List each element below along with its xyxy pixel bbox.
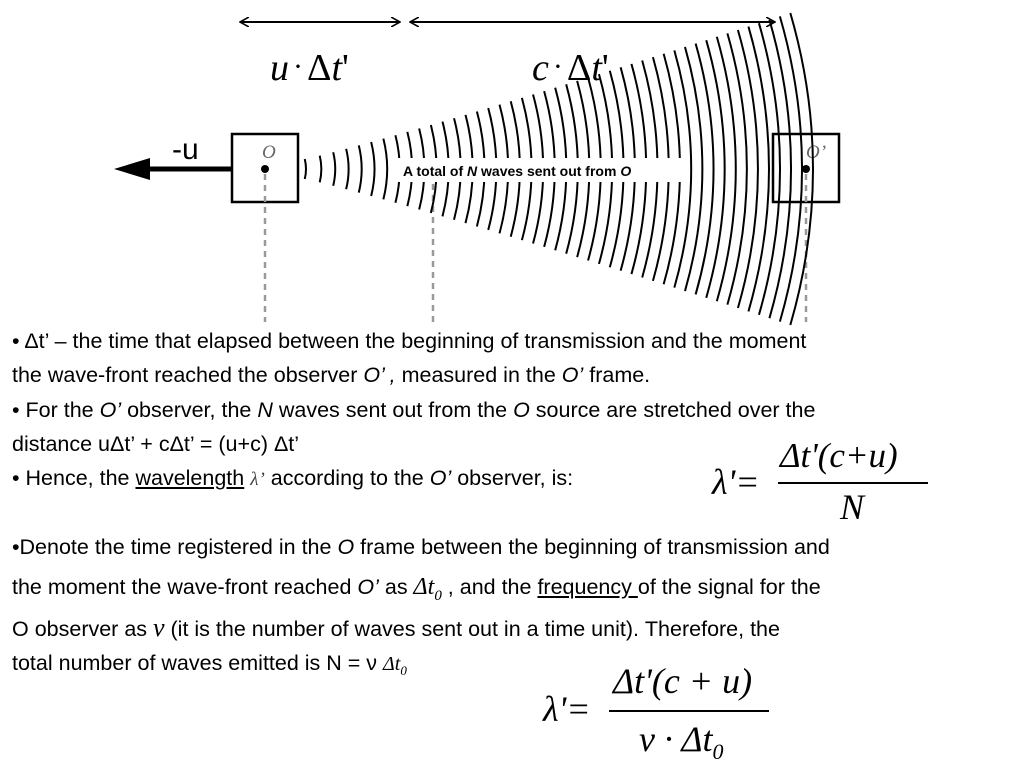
source-dot (261, 165, 269, 173)
formula-1-bar (778, 482, 928, 484)
formula-2-denominator: ν · Δt0 (639, 719, 724, 765)
lambda-prime-symbol: λ’ (250, 469, 265, 490)
wavefront (736, 29, 759, 309)
nu-symbol: ν (153, 613, 165, 642)
wavefront (370, 141, 376, 197)
formula-2-numerator: Δt'(c + u) (613, 661, 753, 701)
bullet-4-line-2: the moment the wave-front reached O’ as … (12, 574, 821, 604)
wavefront (778, 16, 804, 322)
c-dt-label: c·Δt' (532, 47, 609, 89)
wavefront (789, 12, 814, 326)
formula-1-numerator: Δt'(c+u) (780, 436, 898, 475)
wavefront (345, 148, 350, 190)
bullet-4-line-1: •Denote the time registered in the O fra… (12, 535, 830, 559)
formula-1-lhs: λ'= (712, 462, 760, 502)
caption-bg (398, 158, 690, 182)
wavefront (382, 138, 389, 200)
wavefront (332, 151, 337, 187)
observer-dot (802, 165, 810, 173)
velocity-arrow-head (114, 158, 150, 180)
wavefront (726, 33, 748, 305)
wavefront (747, 26, 770, 312)
velocity-label: -u (172, 133, 199, 166)
wavefront (318, 155, 323, 183)
wavefront (694, 43, 715, 295)
wavelength-formula: λ'= Δt'(c+u) N (712, 436, 930, 527)
bullet-4-line-4: total number of waves emitted is N = ν Δ… (12, 651, 407, 678)
wavelength-formula-2: λ'= Δt'(c + u) ν · Δt0 (543, 660, 783, 768)
doppler-diagram: u·Δt' c·Δt' -u O O’ A total of N waves s… (114, 12, 841, 326)
bullet-4-line-3: O observer as ν (it is the number of wav… (12, 613, 780, 642)
delta-t0-symbol: Δt0 (413, 574, 442, 604)
observer-label: O’ (806, 142, 826, 163)
u-dt-label: u·Δt' (270, 47, 349, 89)
source-label: O (262, 142, 276, 163)
bullet-3: • Hence, the wavelength λ’ according to … (12, 466, 574, 490)
formula-2-bar (609, 710, 769, 712)
bullet-1-line-2: the wave-front reached the observer O’ ,… (12, 363, 651, 387)
wavelength-term: wavelength (135, 466, 245, 490)
wavefront (303, 158, 307, 180)
wavefront (757, 22, 782, 316)
wavefront (768, 19, 793, 319)
bullet-1-line-1: • Δt’ – the time that elapsed between th… (12, 329, 807, 353)
wavefront (673, 50, 693, 288)
wave-caption: A total of N waves sent out from O (403, 163, 631, 179)
wavefront (715, 36, 737, 302)
wavefront (357, 145, 363, 193)
wavefront (684, 46, 704, 292)
formula-1-denominator: N (840, 487, 865, 527)
frequency-term: frequency (537, 575, 638, 599)
bullet-2-line-2: distance uΔt’ + cΔt’ = (u+c) Δt’ (12, 432, 300, 456)
wavefront (705, 39, 726, 299)
bullet-2-line-1: • For the O’ observer, the N waves sent … (12, 398, 816, 422)
formula-2-lhs: λ'= (543, 689, 591, 729)
